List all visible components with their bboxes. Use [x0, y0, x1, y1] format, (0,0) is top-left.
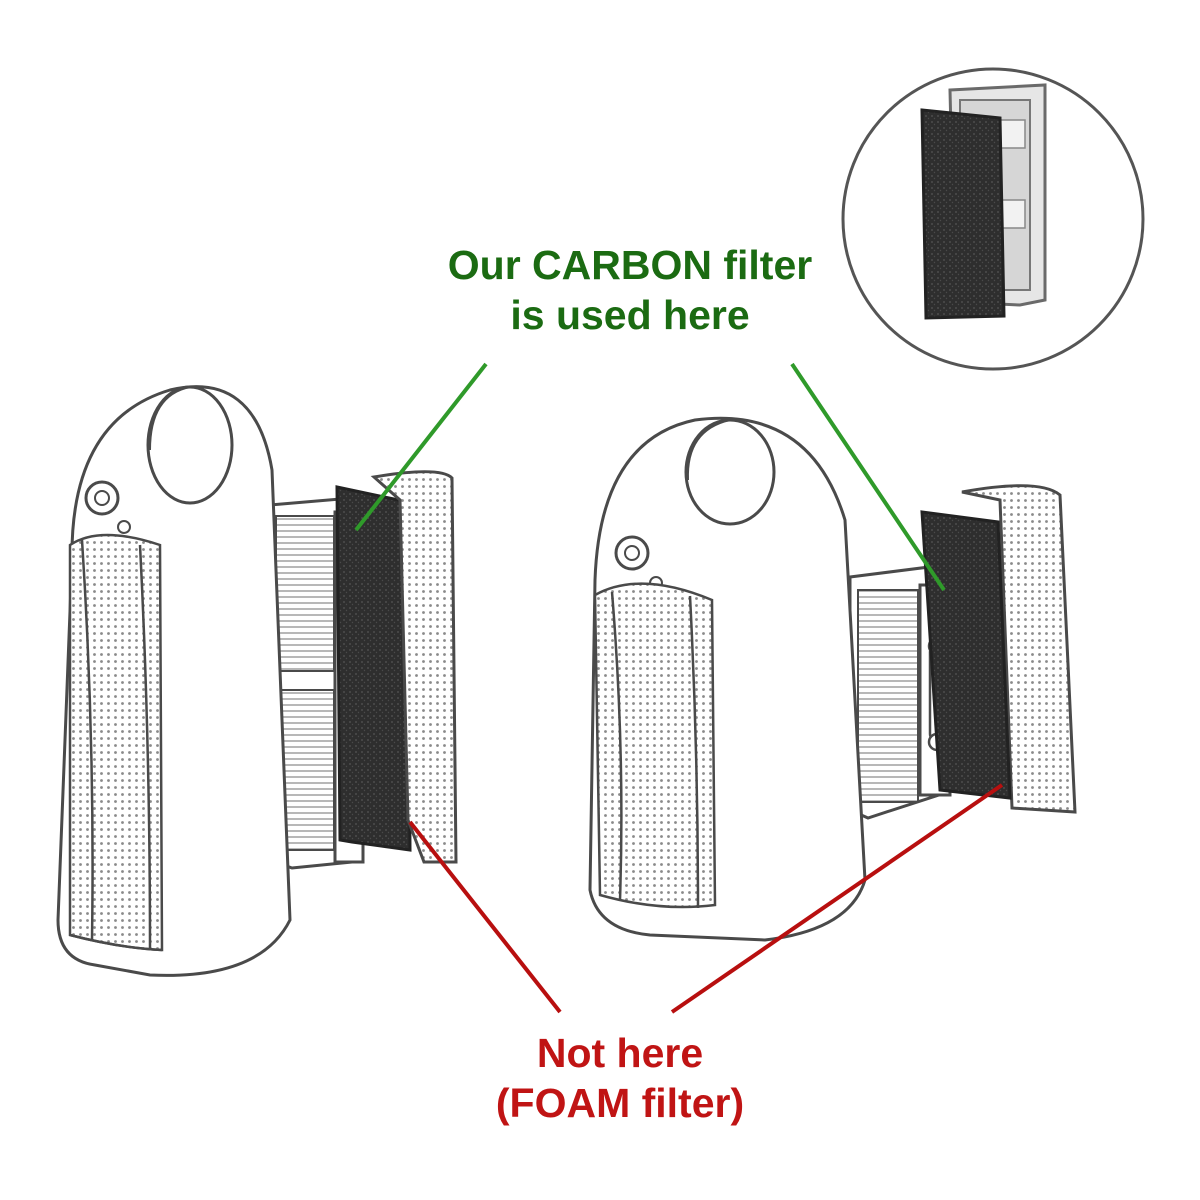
carbon-pointer-right [790, 362, 946, 592]
carbon-label-line-1: Our CARBON filter [447, 242, 813, 288]
carbon-filter-closeup-icon [841, 67, 1145, 371]
foam-filter-label: Not here (FOAM filter) [420, 1028, 820, 1128]
carbon-filter-label: Our CARBON filter is used here [380, 240, 880, 340]
air-purifier-large-icon [56, 385, 458, 977]
foam-label-line-1: Not here [536, 1030, 704, 1076]
front-grille-right [593, 582, 717, 909]
foam-label-line-2: (FOAM filter) [495, 1080, 745, 1127]
air-purifier-small-icon [588, 416, 1077, 942]
carbon-pointer-left [354, 362, 488, 532]
foam-pointer-left [408, 820, 562, 1014]
foam-filter-left [370, 470, 458, 864]
foam-filter-right [961, 484, 1077, 814]
foam-pointer-right [670, 783, 1004, 1014]
handle-hole-right [684, 418, 776, 526]
carbon-filter-left [335, 485, 412, 852]
carbon-pointers [354, 362, 946, 592]
foam-pointers [408, 783, 1004, 1014]
carbon-filter-right [920, 510, 1012, 800]
carbon-label-line-2: is used here [510, 292, 750, 339]
